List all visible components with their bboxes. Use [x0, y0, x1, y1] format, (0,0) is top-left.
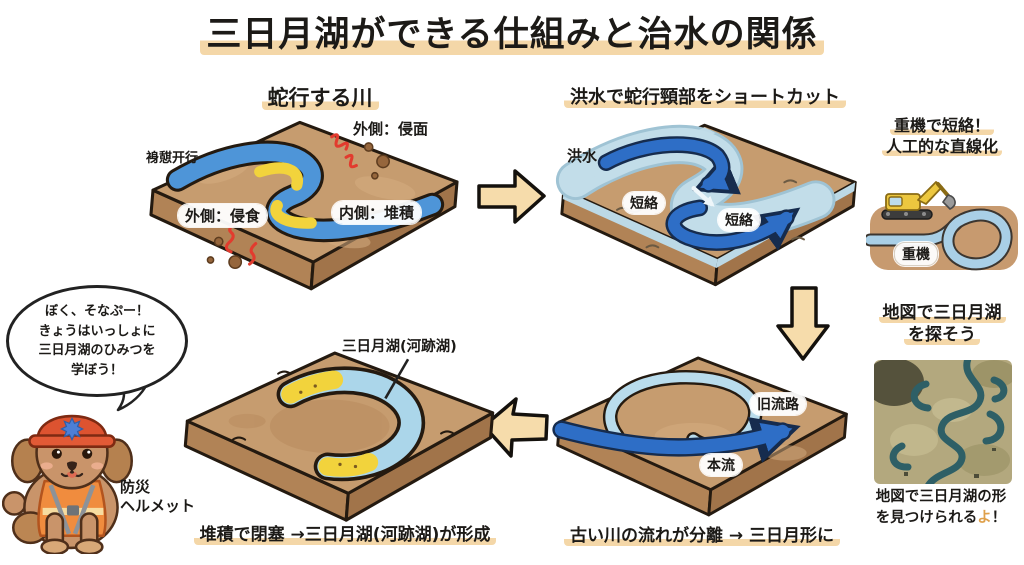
- satellite-map-image: [874, 360, 1012, 484]
- main-flow-label: 本流: [700, 454, 742, 476]
- helmet-label-line2: ヘルメット: [120, 496, 196, 515]
- shortcut-left-label: 短絡: [623, 192, 665, 214]
- bubble-line-4: 学ぼう！: [70, 362, 123, 378]
- neck-cut-arrow: [691, 186, 715, 207]
- page-title: 三日月湖ができる仕組みと治水の関係: [0, 6, 1024, 57]
- map-caption: 地図で三日月湖の形 を見つけられるよ！: [858, 487, 1024, 529]
- machine-heading-line1: 重機で短絡！: [889, 116, 994, 135]
- excavator-icon: [881, 181, 956, 220]
- map-caption-end: ！: [991, 510, 1007, 527]
- shortcut-right-label: 短絡: [718, 209, 760, 231]
- oxbow-caption-text: 堆積で閉塞 →三日月湖(河跡湖)が形成: [193, 525, 497, 545]
- map-river: [889, 360, 1008, 484]
- waterline-left: [562, 190, 718, 268]
- dog-vest-straps: [42, 484, 104, 535]
- eroded-clods: [206, 142, 390, 269]
- machine-heading-line2: 人工的な直線化: [881, 136, 1002, 156]
- outer-bank-bottom-label: 外側：侵食: [178, 204, 268, 227]
- page-title-text: 三日月湖ができる仕組みと治水の関係: [200, 15, 824, 55]
- map-details: [904, 448, 996, 478]
- erosion-marks: [224, 133, 358, 266]
- flood-heading-text: 洪水で蛇行頸部をショートカット: [564, 87, 846, 108]
- oxbow-caption: 堆積で閉塞 →三日月湖(河跡湖)が形成: [160, 520, 530, 545]
- machine-river: [866, 208, 1013, 271]
- dog-paw-left: [40, 538, 70, 554]
- oxbow-block-illustration: [183, 351, 495, 522]
- flood-block-illustration: [555, 123, 857, 287]
- map-caption-line1: 地図で三日月湖の形: [875, 489, 1007, 505]
- main-flow-arrow: [552, 417, 801, 463]
- sediment-plug-bottom: [318, 453, 379, 477]
- map-caption-pre: を見つけられる: [875, 510, 978, 527]
- land-marks: [231, 370, 455, 441]
- outer-bank-top-label: 外側：侵面: [353, 120, 429, 138]
- river-s-curve: [165, 140, 445, 243]
- helmet-label-line1: 防災: [120, 478, 151, 496]
- old-channel-label: 旧流路: [750, 393, 806, 415]
- mascot-speech-bubble: ぼく、そなぷー！ きょうはいっしょに 三日月湖のひみつを 学ぼう！: [6, 285, 188, 397]
- separation-caption-text: 古い川の流れが分離 → 三日月形に: [563, 526, 841, 546]
- map-caption-accent: よ: [977, 510, 992, 527]
- land-texture: [228, 399, 390, 454]
- inner-bank-label: 内側：堆積: [332, 201, 422, 224]
- step-arrow-down-icon: [776, 286, 830, 361]
- bubble-line-2: きょうはいっしょに: [38, 323, 156, 339]
- map-heading-line1: 地図で三日月湖: [878, 303, 1006, 323]
- machine-label: 重機: [894, 242, 938, 266]
- flood-flow-arrows: [597, 136, 801, 251]
- map-heading: 地図で三日月湖 を探そう: [860, 302, 1024, 346]
- flood-label: 洪水: [567, 147, 598, 165]
- sediment-plug-top: [281, 370, 344, 404]
- separation-block-illustration: [552, 356, 848, 517]
- dog-paw-right: [74, 538, 104, 554]
- meander-heading: 蛇行する川: [175, 82, 465, 112]
- point-bar-sediment-bottom: [270, 199, 317, 229]
- helmet-badge-icon: [59, 416, 84, 441]
- meander-flow-label: 裑憇开行: [146, 151, 199, 166]
- step-arrow-left-icon: [482, 397, 549, 458]
- oxbow-lake: [276, 366, 426, 482]
- excavator-scene-illustration: [866, 181, 1018, 271]
- bubble-line-3: 三日月湖のひみつを: [38, 343, 156, 358]
- point-bar-sediment-top: [254, 162, 303, 191]
- bubble-line-1: ぼく、そなぷー！: [44, 304, 149, 319]
- mascot-dog-illustration: [2, 414, 133, 554]
- oxbow-lake-label: 三日月湖(河跡湖): [342, 339, 457, 355]
- map-heading-line2: を探そう: [904, 325, 980, 346]
- dog-tail: [2, 490, 27, 516]
- meander-heading-text: 蛇行する川: [261, 86, 379, 110]
- flood-heading: 洪水で蛇行頸部をショートカット: [546, 83, 864, 109]
- machine-heading: 重機で短絡！ 人工的な直線化: [860, 116, 1024, 158]
- separation-caption: 古い川の流れが分離 → 三日月形に: [542, 521, 862, 546]
- step-arrow-right-icon: [477, 169, 546, 224]
- lake-label-pointer: [384, 358, 410, 400]
- helmet-label: 防災 ヘルメット: [120, 478, 195, 516]
- dog-face: [40, 448, 104, 478]
- sediment-dots: [299, 384, 358, 469]
